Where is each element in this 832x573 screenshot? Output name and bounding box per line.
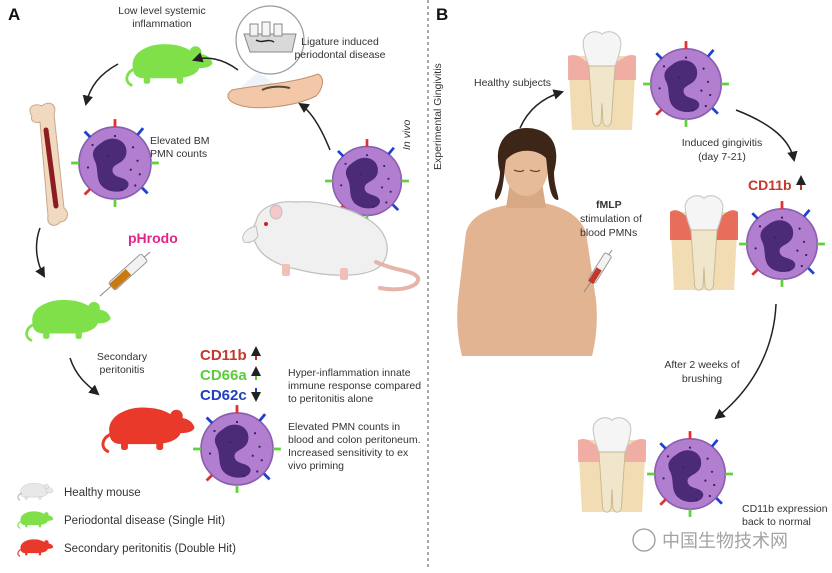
watermark-icon [632,528,656,552]
white-rat [242,201,421,292]
bm-neutrophil [70,118,160,208]
hyper-label: Hyper-inflammation innate immune respons… [288,367,421,405]
restored-tooth [578,417,646,513]
induced-neutrophil [738,200,826,288]
fmlp-label: fMLP [596,199,622,211]
legend-item-2: Secondary peritonitis (Double Hit) [64,543,236,555]
zoom-teeth [249,21,283,37]
elevated-bm-line-2: PMN counts [150,148,207,160]
legend-mouse-icon-0 [17,482,54,501]
experimental-gingivitis-label: Experimental Gingivitis [432,63,444,170]
arrow-mouse-to-bone [82,63,119,107]
after-label: After 2 weeks of brushing [664,359,739,385]
syringe-b [583,249,613,293]
femur-bone [29,102,68,226]
arrow-person-to-healthy [519,89,565,129]
elevated-pmn-line-3: Increased sensitivity to ex [288,447,409,459]
low-level-line-2: inflammation [132,18,192,30]
legend-mouse-icon-1 [17,511,54,529]
arrow-mouse-to-peritonitis [69,357,100,396]
secondary-line-2: peritonitis [100,364,145,376]
watermark-text: 中国生物技术网 [662,531,788,551]
legend-item-1: Periodontal disease (Single Hit) [64,515,225,527]
induced-label: Induced gingivitis (day 7-21) [682,137,763,163]
cd11b-expr-line-1: CD11b expression [742,503,828,515]
secondary-line-1: Secondary [97,351,148,363]
low-level-line-1: Low level systemic [118,5,206,17]
woman-face [504,140,548,196]
secondary-label: Secondary peritonitis [97,351,148,376]
watermark: 中国生物技术网 [632,528,788,552]
arrow-induced-to-restored [714,303,777,420]
ligature-thread [255,39,275,43]
after-line-1: After 2 weeks of [664,359,739,371]
marker-cd62c-label: CD62c [200,387,247,404]
phrodo-label: pHrodo [128,230,178,246]
panel-a-letter: A [8,5,20,24]
cd11b-expression-label: CD11b expression back to normal [742,503,828,528]
legend-mouse-icon-2 [17,539,54,557]
ligature-label: Ligature induced periodontal disease [294,36,385,61]
restored-neutrophil [646,430,734,518]
stim-line-2: blood PMNs [580,227,637,239]
woman-eyes [513,169,541,173]
arrow-ligature-to-mouse [192,52,239,71]
elevated-pmn-label: Elevated PMN counts in blood and colon p… [288,421,421,472]
healthy-tooth [568,31,636,130]
cd11b-expr-line-2: back to normal [742,516,811,528]
healthy-subjects-label: Healthy subjects [474,77,551,89]
elevated-pmn-line-2: blood and colon peritoneum. [288,434,421,446]
panel-a: A In vivo Low level systemic inflammatio… [8,5,421,557]
woman-torso [457,202,597,356]
arrow-healthy-to-induced [735,109,798,163]
panel-b: B Experimental Gingivitis Healthy subjec… [432,5,828,552]
marker-cd66a-label: CD66a [200,367,247,384]
stim-line-1: stimulation of [580,213,642,225]
cd11b-induced-label: CD11b [748,177,792,193]
ligature-line-1: Ligature induced [301,36,379,48]
cd11b-induced: CD11b [748,175,806,193]
peritonitis-neutrophil [192,404,282,494]
ligature-illustration [227,5,323,109]
elevated-pmn-line-4: vivo priming [288,460,344,472]
elevated-pmn-line-1: Elevated PMN counts in [288,421,400,433]
syringe-a [99,251,151,297]
panel-b-letter: B [436,5,448,24]
hyper-line-1: Hyper-inflammation innate [288,367,411,379]
in-vivo-label: In vivo [401,119,413,150]
induced-line-2: (day 7-21) [698,151,746,163]
ligature-line-2: periodontal disease [294,49,385,61]
arrow-rat-to-jaw [298,102,331,151]
hyper-line-3: to peritonitis alone [288,393,373,405]
periodontal-mouse-injected [25,299,112,342]
woman-hair [494,128,559,200]
mouse-jaw [227,73,323,109]
periodontal-mouse-top [125,43,214,87]
elevated-bm-label: Elevated BM PMN counts [150,135,210,160]
stimulation-label: stimulation of blood PMNs [580,213,642,239]
hyper-line-2: immune response compared [288,380,421,392]
low-level-label: Low level systemic inflammation [118,5,206,30]
elevated-bm-line-1: Elevated BM [150,135,210,147]
arrow-bone-to-mouse [35,227,46,278]
marker-cd11b-label: CD11b [200,347,247,364]
peritonitis-mouse [101,406,196,453]
woman-illustration [457,128,597,356]
healthy-neutrophil [642,40,730,128]
inflamed-tooth [670,195,738,291]
legend-item-0: Healthy mouse [64,487,141,499]
jaw-teeth [261,85,291,91]
jaw-bone [243,33,297,53]
induced-line-1: Induced gingivitis [682,137,763,149]
after-line-2: brushing [682,373,722,385]
